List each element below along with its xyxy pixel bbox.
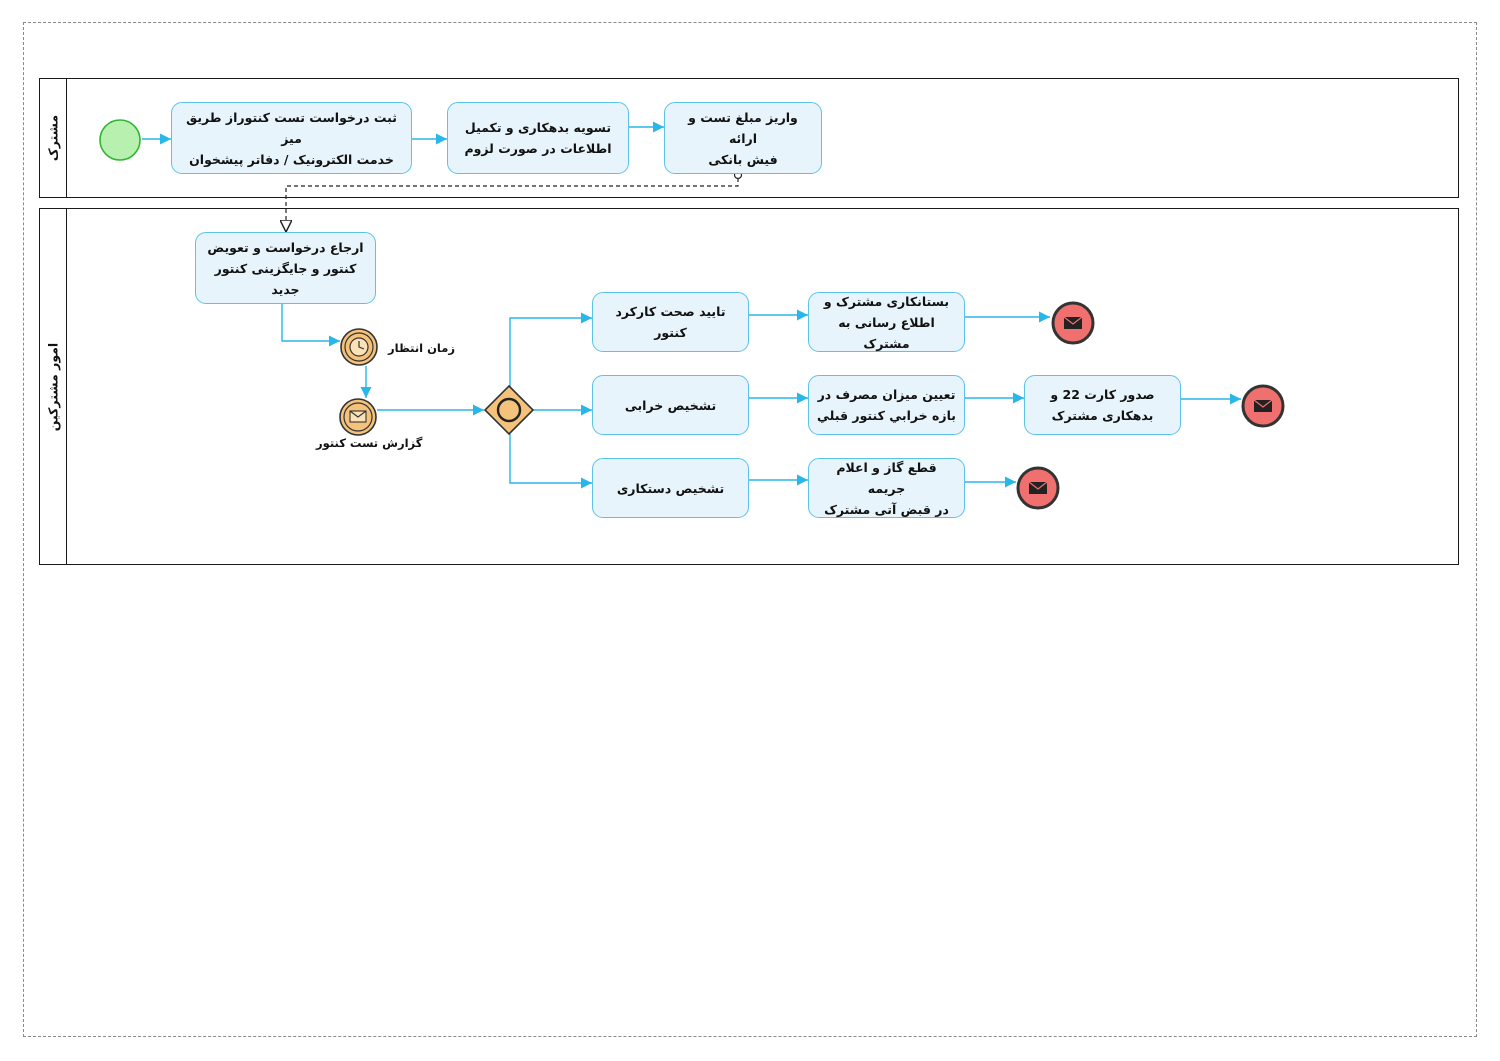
task-label-line: بستانکاری مشترک و — [823, 293, 950, 309]
task-label-line: تشخیص دستکاری — [616, 480, 725, 496]
task-label-line: اطلاع رسانی به مشترک — [838, 314, 935, 351]
end-message-event-1 — [1051, 301, 1095, 345]
flow-gateway-to-t5 — [509, 312, 592, 387]
task-label-line: اطلاعات در صورت لزوم — [464, 141, 612, 156]
task-label-line: ارجاع درخواست و تعویض — [207, 239, 364, 255]
lane-header-customer: مشترک — [40, 79, 67, 197]
lane-header-services: امور مشترکین — [40, 209, 67, 564]
task-estimate-usage[interactable]: تعیین میزان مصرف در بازه خرابي کنتور قبلي — [808, 375, 965, 435]
envelope-icon — [339, 398, 377, 436]
task-confirm-meter-ok[interactable]: تایید صحت کارکرد کنتور — [592, 292, 749, 352]
task-cut-gas-penalty[interactable]: قطع گاز و اعلام جریمه در قبض آتی مشترک — [808, 458, 965, 518]
task-settle-debt[interactable]: تسویه بدهکاری و تکمیل اطلاعات در صورت لزو… — [447, 102, 629, 174]
message-flow-t3-to-t4 — [286, 178, 739, 232]
page-frame — [23, 22, 1477, 1037]
task-label-line: ثبت درخواست تست کنتوراز طریق میز — [186, 109, 397, 146]
timer-icon — [340, 328, 378, 366]
task-label-line: فیش بانکی — [708, 151, 778, 167]
task-label-line: تعیین میزان مصرف در — [817, 387, 956, 402]
task-label-line: در قبض آتی مشترک — [824, 501, 949, 517]
task-label-line: واریز مبلغ تست و ارائه — [688, 109, 798, 146]
flow-gateway-to-t10 — [509, 434, 592, 489]
task-register-request[interactable]: ثبت درخواست تست کنتوراز طریق میز خدمت الک… — [171, 102, 412, 174]
timer-event-label: زمان انتظار — [388, 341, 455, 355]
end-message-event-2 — [1241, 384, 1285, 428]
circle-gateway-icon — [483, 384, 535, 436]
task-label-line: تایید صحت کارکرد کنتور — [615, 304, 726, 340]
task-label-line: بدهکاری مشترک — [1051, 408, 1154, 423]
task-detect-tampering[interactable]: تشخیص دستکاری — [592, 458, 749, 518]
task-credit-customer[interactable]: بستانکاری مشترک و اطلاع رسانی به مشترک — [808, 292, 965, 352]
task-label-line: تسویه بدهکاری و تکمیل — [464, 120, 612, 135]
task-label-line: کنتور و جایگزینی کنتور جدید — [214, 260, 357, 297]
task-detect-fault[interactable]: تشخیص خرابی — [592, 375, 749, 435]
end-message-event-3 — [1016, 466, 1060, 510]
task-label-line: صدور کارت 22 و — [1050, 387, 1155, 402]
task-refer-replace-meter[interactable]: ارجاع درخواست و تعویض کنتور و جایگزینی کن… — [195, 232, 376, 304]
task-label-line: قطع گاز و اعلام جریمه — [836, 459, 937, 496]
message-event-label: گزارش تست کنتور — [316, 436, 423, 450]
flow-t4-to-timer — [281, 304, 340, 347]
task-label-line: تشخیص خرابی — [624, 397, 717, 413]
task-label-line: خدمت الکترونیک / دفاتر پیشخوان — [189, 151, 394, 167]
task-pay-fee[interactable]: واریز مبلغ تست و ارائه فیش بانکی — [664, 102, 822, 174]
task-label-line: بازه خرابي کنتور قبلي — [817, 408, 956, 423]
start-event — [99, 119, 141, 161]
task-issue-card-22[interactable]: صدور کارت 22 و بدهکاری مشترک — [1024, 375, 1181, 435]
